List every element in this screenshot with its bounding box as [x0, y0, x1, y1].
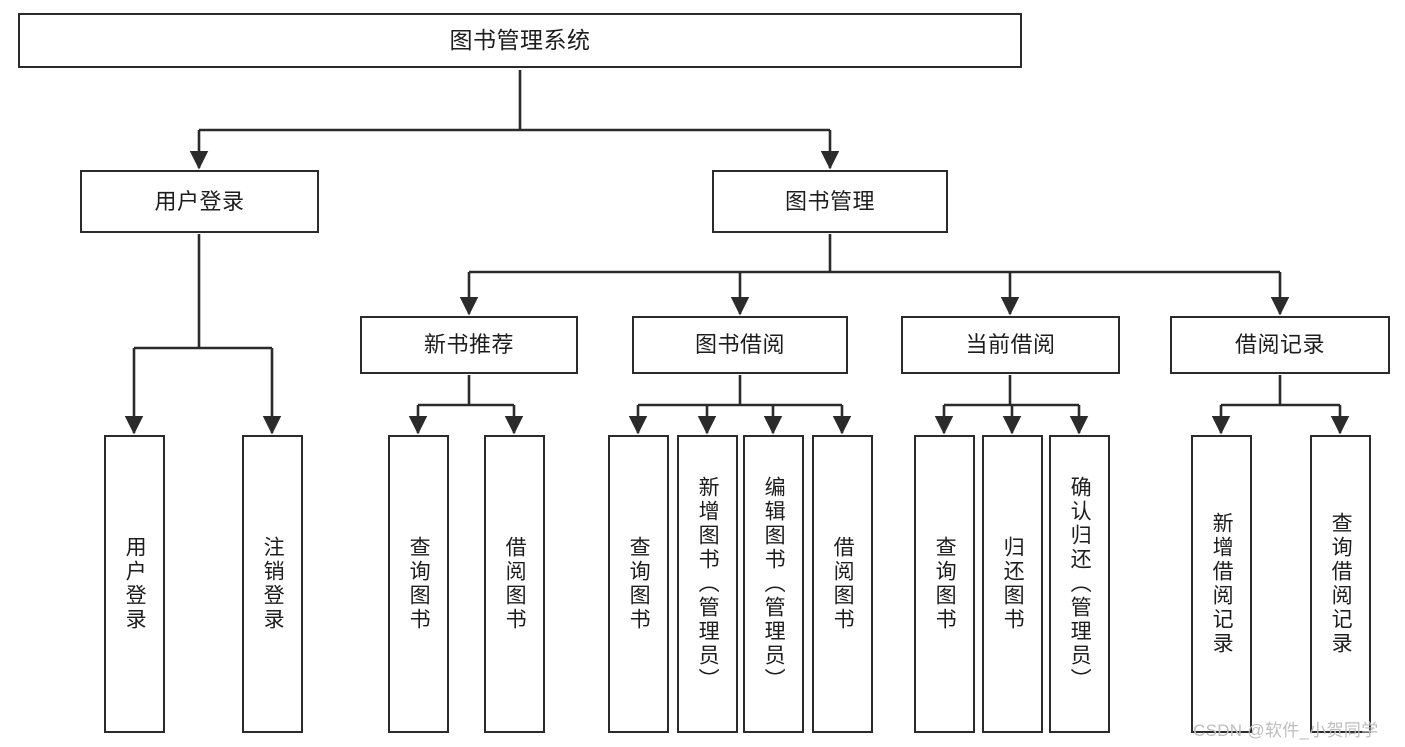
node-label: 注销登录 — [261, 536, 285, 632]
node-label: 借阅记录 — [1234, 332, 1325, 358]
node-label: 用户登录 — [154, 188, 245, 214]
node-label: 当前借阅 — [965, 332, 1056, 358]
leaf-query-book-recommend[interactable]: 查询图书 — [388, 435, 449, 733]
node-label: 用户登录 — [123, 536, 147, 632]
node-label: 查询图书 — [627, 536, 651, 632]
node-label: 新书推荐 — [423, 332, 514, 358]
node-label: 查询图书 — [933, 536, 957, 632]
leaf-query-book-current[interactable]: 查询图书 — [914, 435, 975, 733]
node-book-borrow[interactable]: 图书借阅 — [632, 316, 848, 374]
node-new-book-recommend[interactable]: 新书推荐 — [360, 316, 578, 374]
node-root-book-management-system[interactable]: 图书管理系统 — [18, 13, 1022, 68]
node-label: 借阅图书 — [831, 536, 855, 632]
leaf-borrow-book-recommend[interactable]: 借阅图书 — [484, 435, 545, 733]
node-label: 确认归还（管理员） — [1068, 476, 1092, 692]
node-label: 归还图书 — [1001, 536, 1025, 632]
node-label: 查询图书 — [407, 536, 431, 632]
node-current-borrow[interactable]: 当前借阅 — [901, 316, 1120, 374]
node-label: 查询借阅记录 — [1329, 512, 1353, 656]
leaf-add-book-admin[interactable]: 新增图书（管理员） — [677, 435, 738, 733]
leaf-confirm-return-admin[interactable]: 确认归还（管理员） — [1049, 435, 1110, 733]
node-label: 新增图书（管理员） — [696, 476, 720, 692]
node-label: 图书借阅 — [694, 332, 785, 358]
leaf-logout[interactable]: 注销登录 — [242, 435, 303, 733]
node-label: 图书管理 — [784, 188, 875, 214]
leaf-edit-book-admin[interactable]: 编辑图书（管理员） — [743, 435, 804, 733]
leaf-user-login[interactable]: 用户登录 — [104, 435, 165, 733]
node-book-management[interactable]: 图书管理 — [712, 170, 948, 233]
leaf-borrow-book[interactable]: 借阅图书 — [812, 435, 873, 733]
node-user-login[interactable]: 用户登录 — [80, 170, 319, 233]
leaf-return-book[interactable]: 归还图书 — [982, 435, 1043, 733]
node-label: 借阅图书 — [503, 536, 527, 632]
leaf-query-borrow-record[interactable]: 查询借阅记录 — [1310, 435, 1371, 733]
leaf-query-book-borrow[interactable]: 查询图书 — [608, 435, 669, 733]
leaf-add-borrow-record[interactable]: 新增借阅记录 — [1191, 435, 1252, 733]
node-label: 新增借阅记录 — [1210, 512, 1234, 656]
csdn-watermark: CSDN @软件_小贺同学 — [1193, 721, 1379, 740]
node-borrow-record[interactable]: 借阅记录 — [1170, 316, 1390, 374]
node-label: 编辑图书（管理员） — [762, 476, 786, 692]
node-label: 图书管理系统 — [449, 26, 591, 53]
